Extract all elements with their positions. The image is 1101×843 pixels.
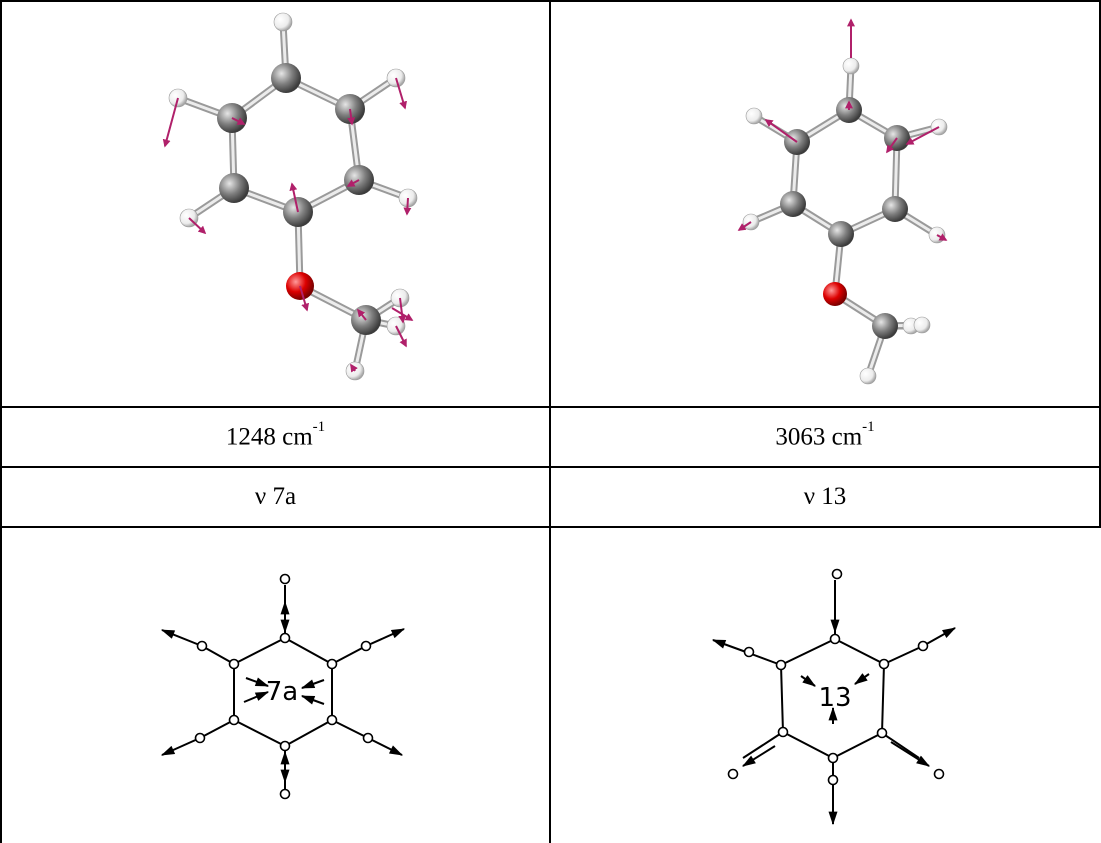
diagram-mode-label: 13 — [818, 683, 851, 713]
molecule-model-cell-1248 — [2, 2, 549, 406]
molecule-model-cell-3063 — [551, 2, 1099, 406]
frequency-cell-3063: 3063 cm-1 — [551, 408, 1099, 466]
benzene-mode-sketch-cell-7a: 7a — [2, 528, 549, 843]
displacement-arrows — [737, 18, 948, 241]
atom-circles — [727, 568, 945, 786]
mode-label: ν 13 — [803, 483, 847, 510]
frequency-value: 1248 — [225, 423, 276, 451]
displacement-arrows — [162, 77, 414, 373]
mode-label-cell-7a: ν 7a — [2, 468, 549, 526]
displacement-arrows — [711, 590, 956, 826]
mode-label: ν 7a — [254, 483, 297, 510]
frequency-label: 1248 cm-1 — [225, 419, 325, 451]
carbon-atoms — [780, 97, 910, 339]
atom-circles — [194, 573, 374, 800]
oxygen-atom — [823, 282, 847, 306]
table-border-left — [0, 0, 2, 843]
frequency-value: 3063 — [775, 423, 826, 451]
table-border-right-lower — [1099, 406, 1101, 528]
frequency-unit: cm — [282, 423, 313, 451]
benzene-mode-sketch-cell-13: 13 — [551, 528, 1099, 843]
anisole-mode-13-model — [737, 18, 948, 385]
diagram-mode-label: 7a — [266, 677, 298, 707]
displacement-arrows — [160, 600, 406, 784]
frequency-unit: cm — [831, 423, 863, 451]
benzene-mode-7a-sketch: 7a — [160, 573, 406, 800]
frequency-label: 3063 cm-1 — [775, 419, 874, 451]
benzene-mode-13-sketch: 13 — [711, 568, 956, 826]
table-border-right — [1099, 0, 1101, 408]
mode-label-cell-13: ν 13 — [551, 468, 1099, 526]
frequency-cell-1248: 1248 cm-1 — [2, 408, 549, 466]
frequency-exponent: -1 — [312, 418, 326, 435]
frequency-exponent: -1 — [862, 418, 875, 435]
anisole-mode-7a-model — [162, 12, 418, 381]
table-column-divider — [549, 0, 551, 843]
